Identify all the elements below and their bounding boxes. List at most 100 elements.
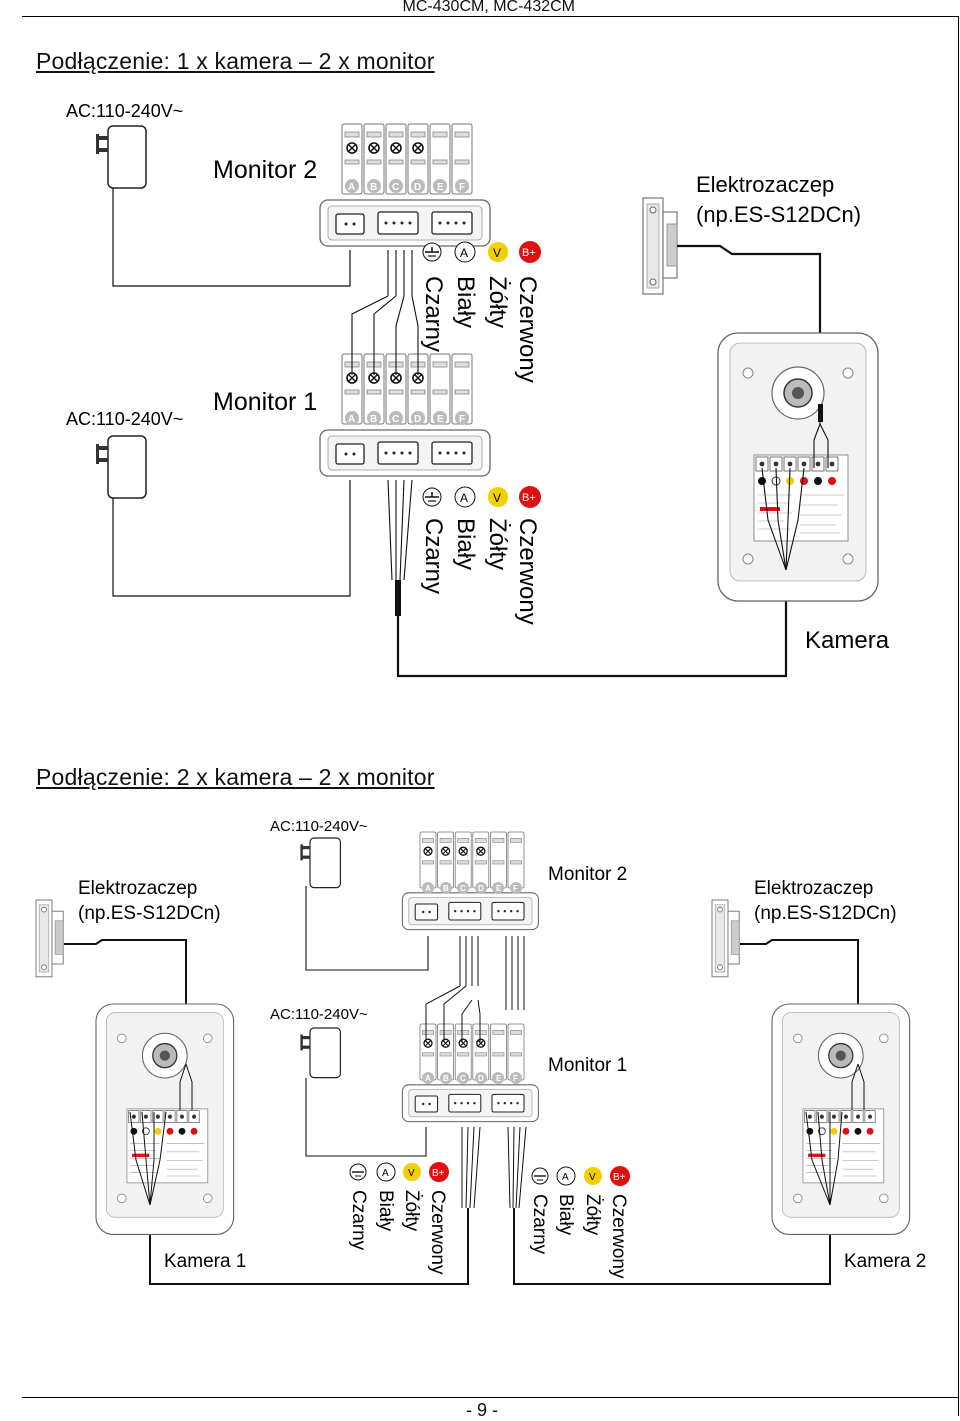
s2-lock-left-name: Elektrozaczep xyxy=(78,878,197,899)
section1-title: Podłączenie: 1 x kamera – 2 x monitor xyxy=(36,48,435,74)
svg-text:D: D xyxy=(478,884,484,893)
svg-text:B+: B+ xyxy=(613,1172,626,1183)
s1-lock-wire xyxy=(677,244,822,410)
bottom-rule xyxy=(22,1397,958,1398)
svg-text:Czerwony: Czerwony xyxy=(514,276,541,383)
svg-text:E: E xyxy=(437,414,444,425)
section2-diagram: AC:110-240V~ AC:110-240V~ Monitor 2 Moni… xyxy=(35,818,926,1285)
s2-monitor1-label: Monitor 1 xyxy=(548,1055,627,1076)
svg-text:Czerwony: Czerwony xyxy=(514,518,541,625)
s1-lock-model: (np.ES-S12DCn) xyxy=(696,202,861,227)
s1-camera-panel xyxy=(717,332,879,602)
svg-text:A: A xyxy=(348,182,355,193)
s1-camera-wires xyxy=(761,410,829,571)
s1-power-label-bottom: AC:110-240V~ xyxy=(66,409,183,429)
s2-power-label-top: AC:110-240V~ xyxy=(270,818,368,835)
s2-lock-right-model: (np.ES-S12DCn) xyxy=(754,903,897,924)
power-adapter-icon xyxy=(95,125,147,189)
s1-monitor2-terminal-letters: A B C D E F xyxy=(345,179,469,193)
svg-text:A: A xyxy=(382,1168,389,1179)
svg-text:F: F xyxy=(459,414,465,425)
s1-power-wires xyxy=(112,188,351,597)
svg-text:Żółty: Żółty xyxy=(484,518,511,570)
s1-wire-symbols-bottom: A V B+ xyxy=(422,486,541,508)
model-header: MC-430CM, MC-432CM xyxy=(402,0,575,15)
power-adapter-icon xyxy=(299,1027,341,1079)
svg-text:Czarny: Czarny xyxy=(420,276,447,352)
svg-text:A: A xyxy=(460,491,468,505)
svg-text:Biały: Biały xyxy=(452,276,479,328)
svg-text:E: E xyxy=(437,182,444,193)
electric-lock-icon xyxy=(35,899,64,978)
s2-wire-symbols-left: A V B+ xyxy=(349,1162,449,1182)
svg-text:Czarny: Czarny xyxy=(348,1190,369,1251)
s2-power-label-bottom: AC:110-240V~ xyxy=(270,1006,368,1023)
svg-text:Czarny: Czarny xyxy=(529,1194,550,1255)
svg-text:D: D xyxy=(478,1074,484,1083)
svg-text:Biały: Biały xyxy=(555,1194,576,1236)
s2-camera2-wires xyxy=(805,1063,865,1206)
svg-text:Czerwony: Czerwony xyxy=(427,1190,448,1275)
s2-camera2-label: Kamera 2 xyxy=(844,1251,926,1272)
svg-text:A: A xyxy=(460,246,468,260)
svg-text:E: E xyxy=(496,884,502,893)
s1-bus-wires xyxy=(351,250,788,678)
svg-text:A: A xyxy=(562,1172,569,1183)
s1-camera-label: Kamera xyxy=(805,627,890,654)
svg-text:F: F xyxy=(459,182,465,193)
s1-monitor2-label: Monitor 2 xyxy=(213,156,317,184)
s1-lock-name: Elektrozaczep xyxy=(696,172,834,197)
power-adapter-icon xyxy=(299,837,341,889)
s1-monitor1-label: Monitor 1 xyxy=(213,388,317,416)
s2-lock-left-model: (np.ES-S12DCn) xyxy=(78,903,221,924)
s1-power-label-top: AC:110-240V~ xyxy=(66,101,183,121)
svg-text:E: E xyxy=(496,1074,502,1083)
power-adapter-icon xyxy=(95,435,147,499)
s1-wire-symbols-top: A V B+ xyxy=(422,241,541,263)
svg-text:Czerwony: Czerwony xyxy=(608,1194,629,1279)
svg-text:Żółty: Żółty xyxy=(582,1194,603,1236)
svg-text:B: B xyxy=(370,414,377,425)
section1-diagram: AC:110-240V~ AC:110-240V~ A B C D E F Monit… xyxy=(66,101,890,678)
svg-text:Biały: Biały xyxy=(375,1190,396,1232)
s2-monitor2-terminal-block xyxy=(401,831,540,931)
svg-text:B+: B+ xyxy=(432,1168,445,1179)
s2-power-wires xyxy=(305,886,429,1157)
svg-text:B: B xyxy=(443,884,449,893)
s1-wire-labels-bottom: Czarny Biały Żółty Czerwony xyxy=(420,518,541,625)
svg-text:D: D xyxy=(414,414,421,425)
page-number: - 9 - xyxy=(462,1400,503,1421)
s2-lock-right-name: Elektrozaczep xyxy=(754,878,873,899)
svg-text:V: V xyxy=(493,246,501,260)
s1-monitor1-terminal-letters: A B C D E F xyxy=(345,411,469,425)
svg-text:Czarny: Czarny xyxy=(420,518,447,594)
section2-title: Podłączenie: 2 x kamera – 2 x monitor xyxy=(36,764,435,790)
top-rule xyxy=(22,16,958,17)
s2-camera1-label: Kamera 1 xyxy=(164,1251,246,1272)
svg-text:A: A xyxy=(348,414,355,425)
svg-text:D: D xyxy=(414,182,421,193)
s2-bus-wires xyxy=(149,936,831,1285)
svg-text:B: B xyxy=(370,182,377,193)
svg-text:A: A xyxy=(425,1074,431,1083)
svg-text:V: V xyxy=(493,491,501,505)
svg-text:B+: B+ xyxy=(522,247,536,259)
electric-lock-icon xyxy=(642,197,678,295)
svg-text:F: F xyxy=(513,884,518,893)
s2-camera2-panel xyxy=(771,1003,911,1236)
right-rule xyxy=(958,16,959,1416)
svg-text:Biały: Biały xyxy=(452,518,479,570)
electric-lock-icon xyxy=(711,899,740,978)
svg-text:B+: B+ xyxy=(522,492,536,504)
svg-text:V: V xyxy=(408,1168,415,1179)
s2-wire-labels-right: Czarny Biały Żółty Czerwony xyxy=(529,1194,629,1279)
s2-monitor2-label: Monitor 2 xyxy=(548,864,627,885)
svg-text:C: C xyxy=(392,182,399,193)
svg-text:F: F xyxy=(513,1074,518,1083)
s2-wire-labels-left: Czarny Biały Żółty Czerwony xyxy=(348,1190,448,1275)
svg-text:Żółty: Żółty xyxy=(401,1190,422,1232)
svg-text:V: V xyxy=(589,1172,596,1183)
svg-text:C: C xyxy=(392,414,399,425)
s1-wire-labels-top: Czarny Biały Żółty Czerwony xyxy=(420,276,541,383)
